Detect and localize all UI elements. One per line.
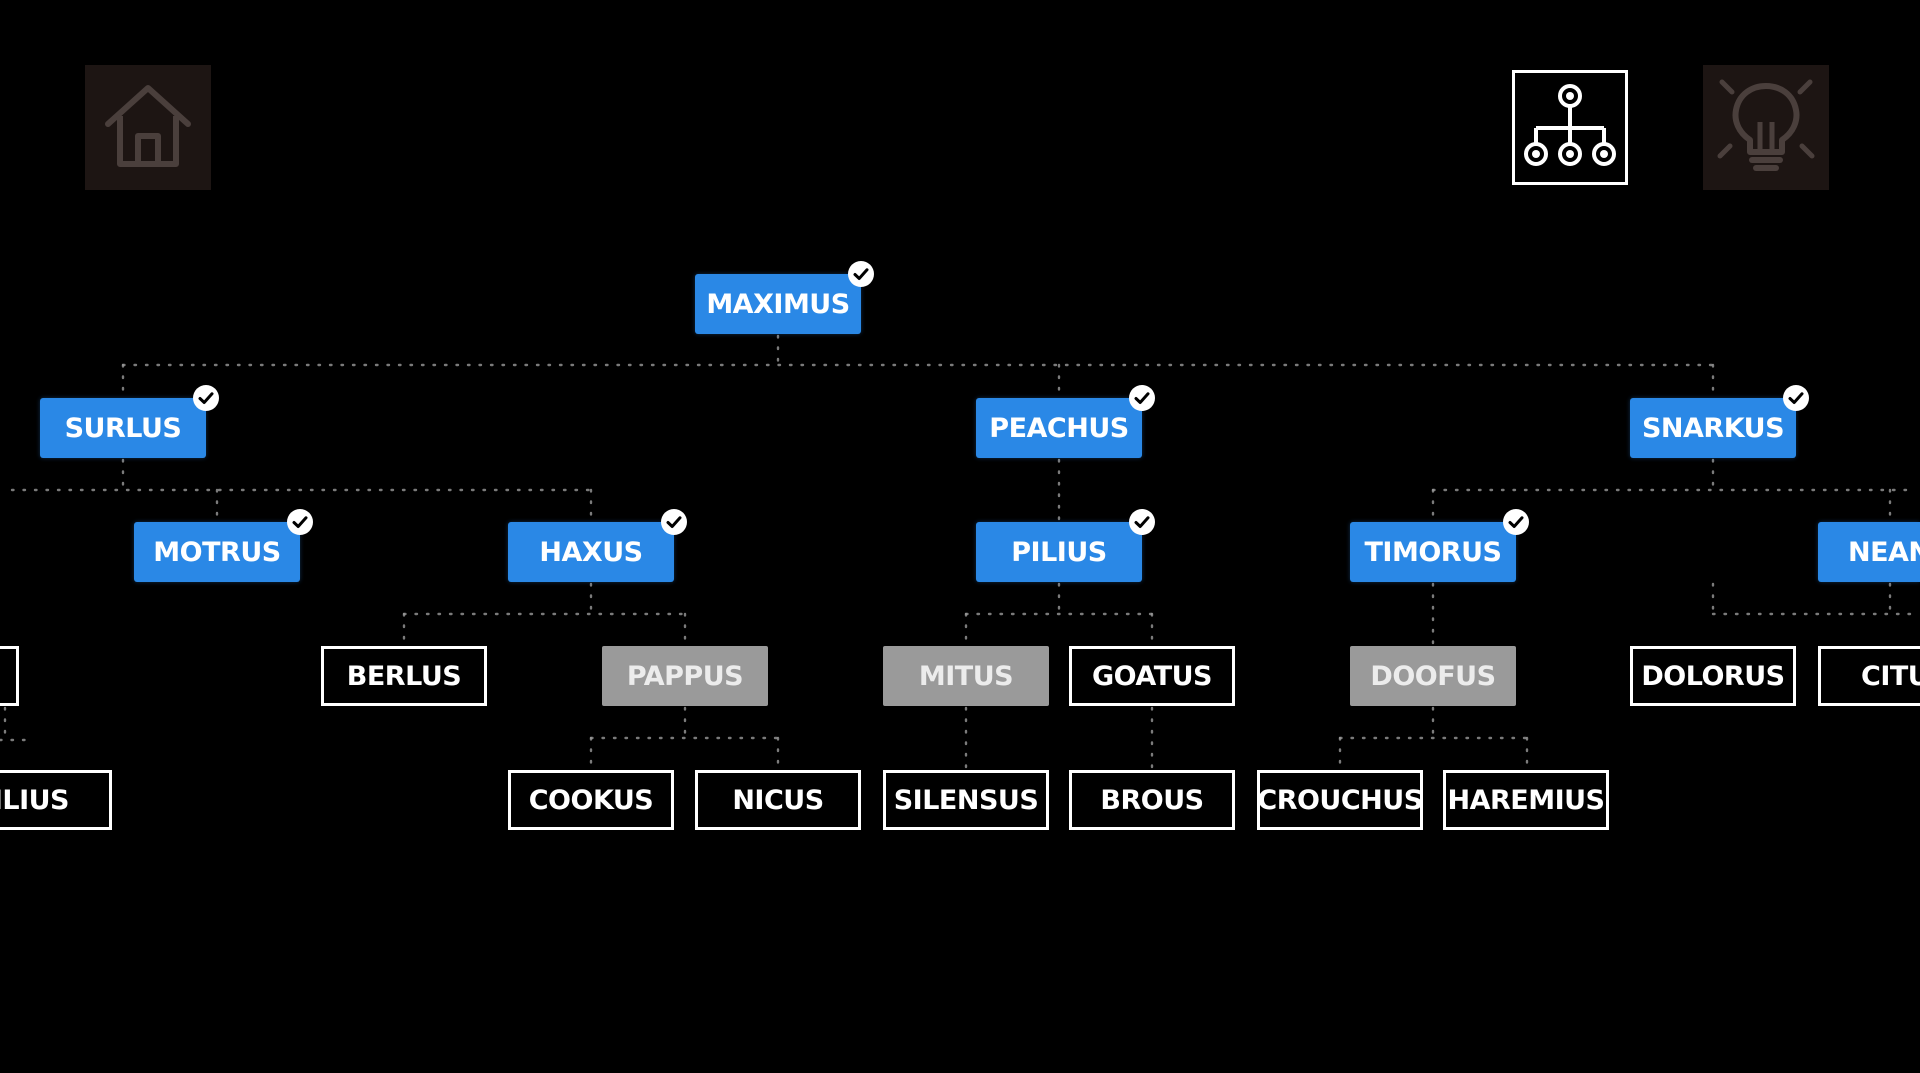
node-haxus[interactable]: HAXUS bbox=[508, 522, 674, 582]
node-goatus[interactable]: GOATUS bbox=[1069, 646, 1235, 706]
node-silensus[interactable]: SILENSUS bbox=[883, 770, 1049, 830]
node-label: CROUCHUS bbox=[1257, 784, 1423, 816]
node-mitus[interactable]: MITUS bbox=[883, 646, 1049, 706]
home-button[interactable] bbox=[85, 65, 211, 190]
node-nean[interactable]: NEAN bbox=[1818, 522, 1920, 582]
node-label: HAREMIUS bbox=[1447, 784, 1605, 816]
node-label: SILENSUS bbox=[893, 784, 1039, 816]
node-pappus[interactable]: PAPPUS bbox=[602, 646, 768, 706]
node-label: TIMORUS bbox=[1364, 536, 1502, 568]
completed-check-icon bbox=[661, 509, 687, 535]
node-label: MITUS bbox=[918, 660, 1014, 692]
node-label: PEACHUS bbox=[989, 412, 1129, 444]
node-cookus[interactable]: COOKUS bbox=[508, 770, 674, 830]
node-label: CITU bbox=[1861, 660, 1920, 692]
node-timorus[interactable]: TIMORUS bbox=[1350, 522, 1516, 582]
node-citu[interactable]: CITU bbox=[1818, 646, 1920, 706]
node-maximus[interactable]: MAXIMUS bbox=[695, 274, 861, 334]
home-icon bbox=[100, 78, 196, 178]
node-label: PAPPUS bbox=[626, 660, 744, 692]
node-peachus[interactable]: PEACHUS bbox=[976, 398, 1142, 458]
completed-check-icon bbox=[1129, 385, 1155, 411]
node-surlus[interactable]: SURLUS bbox=[40, 398, 206, 458]
completed-check-icon bbox=[1503, 509, 1529, 535]
node-label: SNARKUS bbox=[1641, 412, 1785, 444]
node-label: NEAN bbox=[1848, 536, 1920, 568]
node-offscreen-left[interactable] bbox=[0, 646, 19, 706]
node-label: GOATUS bbox=[1092, 660, 1212, 692]
node-doofus[interactable]: DOOFUS bbox=[1350, 646, 1516, 706]
node-pilius[interactable]: PILIUS bbox=[976, 522, 1142, 582]
node-label: NICUS bbox=[732, 784, 824, 816]
node-label: DOOFUS bbox=[1370, 660, 1496, 692]
node-label: COOKUS bbox=[528, 784, 654, 816]
completed-check-icon bbox=[193, 385, 219, 411]
completed-check-icon bbox=[1129, 509, 1155, 535]
node-brous[interactable]: BROUS bbox=[1069, 770, 1235, 830]
lightbulb-icon bbox=[1714, 74, 1818, 182]
node-label: DOLORUS bbox=[1641, 660, 1785, 692]
node-crouchus[interactable]: CROUCHUS bbox=[1257, 770, 1423, 830]
skill-tree-button[interactable] bbox=[1512, 70, 1628, 185]
node-haremius[interactable]: HAREMIUS bbox=[1443, 770, 1609, 830]
node-label: FILIUS bbox=[0, 784, 70, 816]
node-label: SURLUS bbox=[64, 412, 182, 444]
completed-check-icon bbox=[1783, 385, 1809, 411]
node-label: MOTRUS bbox=[153, 536, 281, 568]
node-snarkus[interactable]: SNARKUS bbox=[1630, 398, 1796, 458]
completed-check-icon bbox=[848, 261, 874, 287]
node-filius[interactable]: FILIUS bbox=[0, 770, 112, 830]
node-motrus[interactable]: MOTRUS bbox=[134, 522, 300, 582]
completed-check-icon bbox=[287, 509, 313, 535]
node-label: MAXIMUS bbox=[706, 288, 850, 320]
hierarchy-tree-icon bbox=[1522, 78, 1618, 178]
node-label: HAXUS bbox=[539, 536, 643, 568]
node-berlus[interactable]: BERLUS bbox=[321, 646, 487, 706]
hint-button[interactable] bbox=[1703, 65, 1829, 190]
node-dolorus[interactable]: DOLORUS bbox=[1630, 646, 1796, 706]
node-label: BERLUS bbox=[346, 660, 462, 692]
node-label: PILIUS bbox=[1011, 536, 1107, 568]
node-nicus[interactable]: NICUS bbox=[695, 770, 861, 830]
node-label: BROUS bbox=[1100, 784, 1204, 816]
